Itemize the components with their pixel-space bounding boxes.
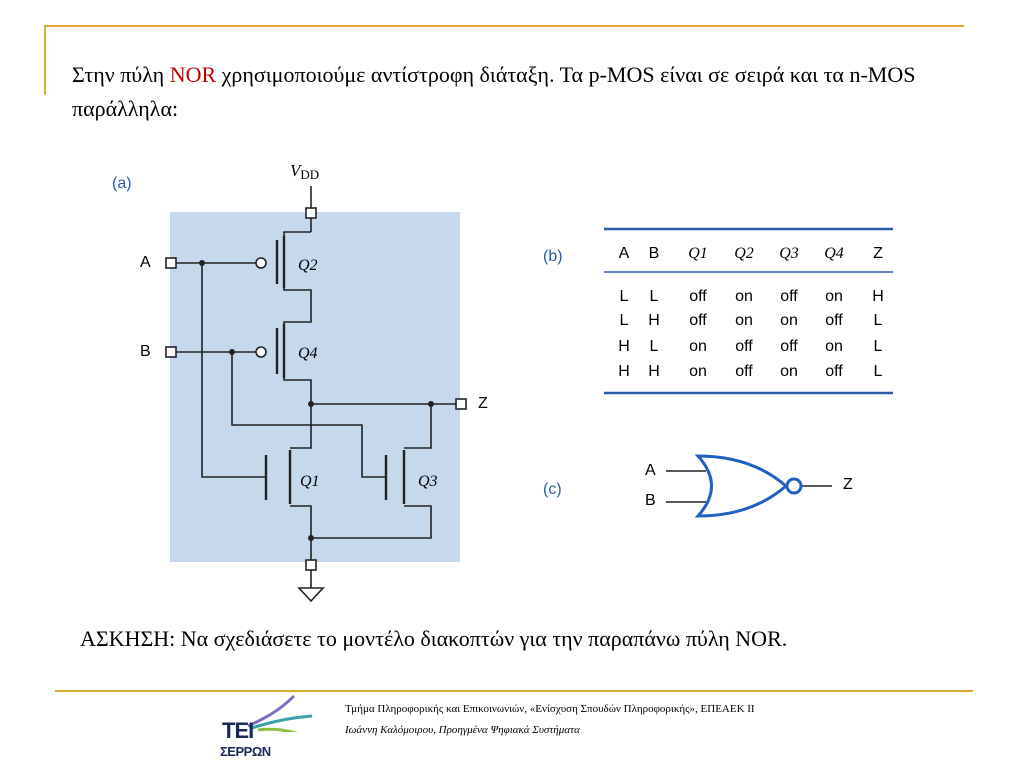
table-cell: L [620,288,629,305]
junction-dots [199,260,434,541]
table-cell: off [689,288,707,305]
table-cell: on [780,363,798,380]
terminals [165,207,467,571]
panel-c-label: (c) [543,481,562,498]
q4-label: Q4 [298,345,318,362]
gate-output-z-label: Z [843,476,853,493]
table-header-q3: Q3 [779,245,799,262]
table-header-q2: Q2 [734,245,754,262]
table-cell: off [735,363,753,380]
table-cell: L [620,312,629,329]
transistor-gates [264,236,406,504]
table-header-b: B [649,245,660,262]
table-cell: off [825,363,843,380]
footer-line-1: Τμήμα Πληροφορικής και Επικοινωνιών, «Εν… [345,703,755,715]
q4-bubble [255,346,267,358]
table-cell: off [780,338,798,355]
q2-bubble [255,257,267,269]
circuit-panel-bg [170,212,460,562]
table-cell: on [689,363,707,380]
table-cell: on [825,338,843,355]
table-cell: L [874,338,883,355]
table-cell: L [874,363,883,380]
input-b-label: B [140,343,151,360]
left-rule [44,25,46,95]
ground-icon [297,587,325,603]
table-cell: on [735,288,753,305]
table-cell: H [648,312,660,329]
gate-input-b-label: B [645,492,656,509]
vdd-label: VDD [290,161,319,182]
table-cell: on [689,338,707,355]
table-cell: H [618,363,630,380]
table-cell: on [735,312,753,329]
panel-b-label: (b) [543,248,563,265]
logo-short: ΤΕΙ [222,718,254,743]
table-cell: L [650,338,659,355]
table-header-a: A [619,245,630,262]
table-header-q1: Q1 [688,245,708,262]
intro-text: Στην πύλη NOR χρησιμοποιούμε αντίστροφη … [72,62,916,121]
table-cell: off [735,338,753,355]
nor-gate-body [694,454,789,518]
table-cell: H [618,338,630,355]
table-cell: L [874,312,883,329]
nor-highlight: NOR [169,62,217,87]
table-cell: H [648,363,660,380]
logo-name: ΣΕΡΡΩΝ [220,744,271,759]
table-cell: off [780,288,798,305]
nor-gate-bubble [785,477,803,495]
q3-label: Q3 [418,473,438,490]
panel-a-label: (a) [112,175,132,192]
table-header-z: Z [873,245,883,262]
table-cell: H [872,288,884,305]
table-cell: on [825,288,843,305]
tei-serron-logo: ΤΕΙ ΣΕΡΡΩΝ [218,692,318,764]
table-cell: L [650,288,659,305]
gate-input-a-label: A [645,462,656,479]
bottom-rule [55,690,973,692]
q1-label: Q1 [300,473,320,490]
q2-label: Q2 [298,257,318,274]
table-header-q4: Q4 [824,245,844,262]
table-cell: off [825,312,843,329]
top-rule [44,25,964,27]
logo-swoosh-icon [247,694,313,732]
exercise-text: ΑΣΚΗΣΗ: Να σχεδιάσετε το μοντέλο διακοπτ… [80,626,788,651]
footer-line-2: Ιωάννη Καλόμοιρου, Προηγμένα Ψηφιακά Συσ… [345,724,580,736]
gate-wires [666,470,832,503]
circuit-wires [176,186,456,588]
table-cell: on [780,312,798,329]
input-a-label: A [140,254,151,271]
output-z-label: Z [478,395,488,412]
table-cell: off [689,312,707,329]
